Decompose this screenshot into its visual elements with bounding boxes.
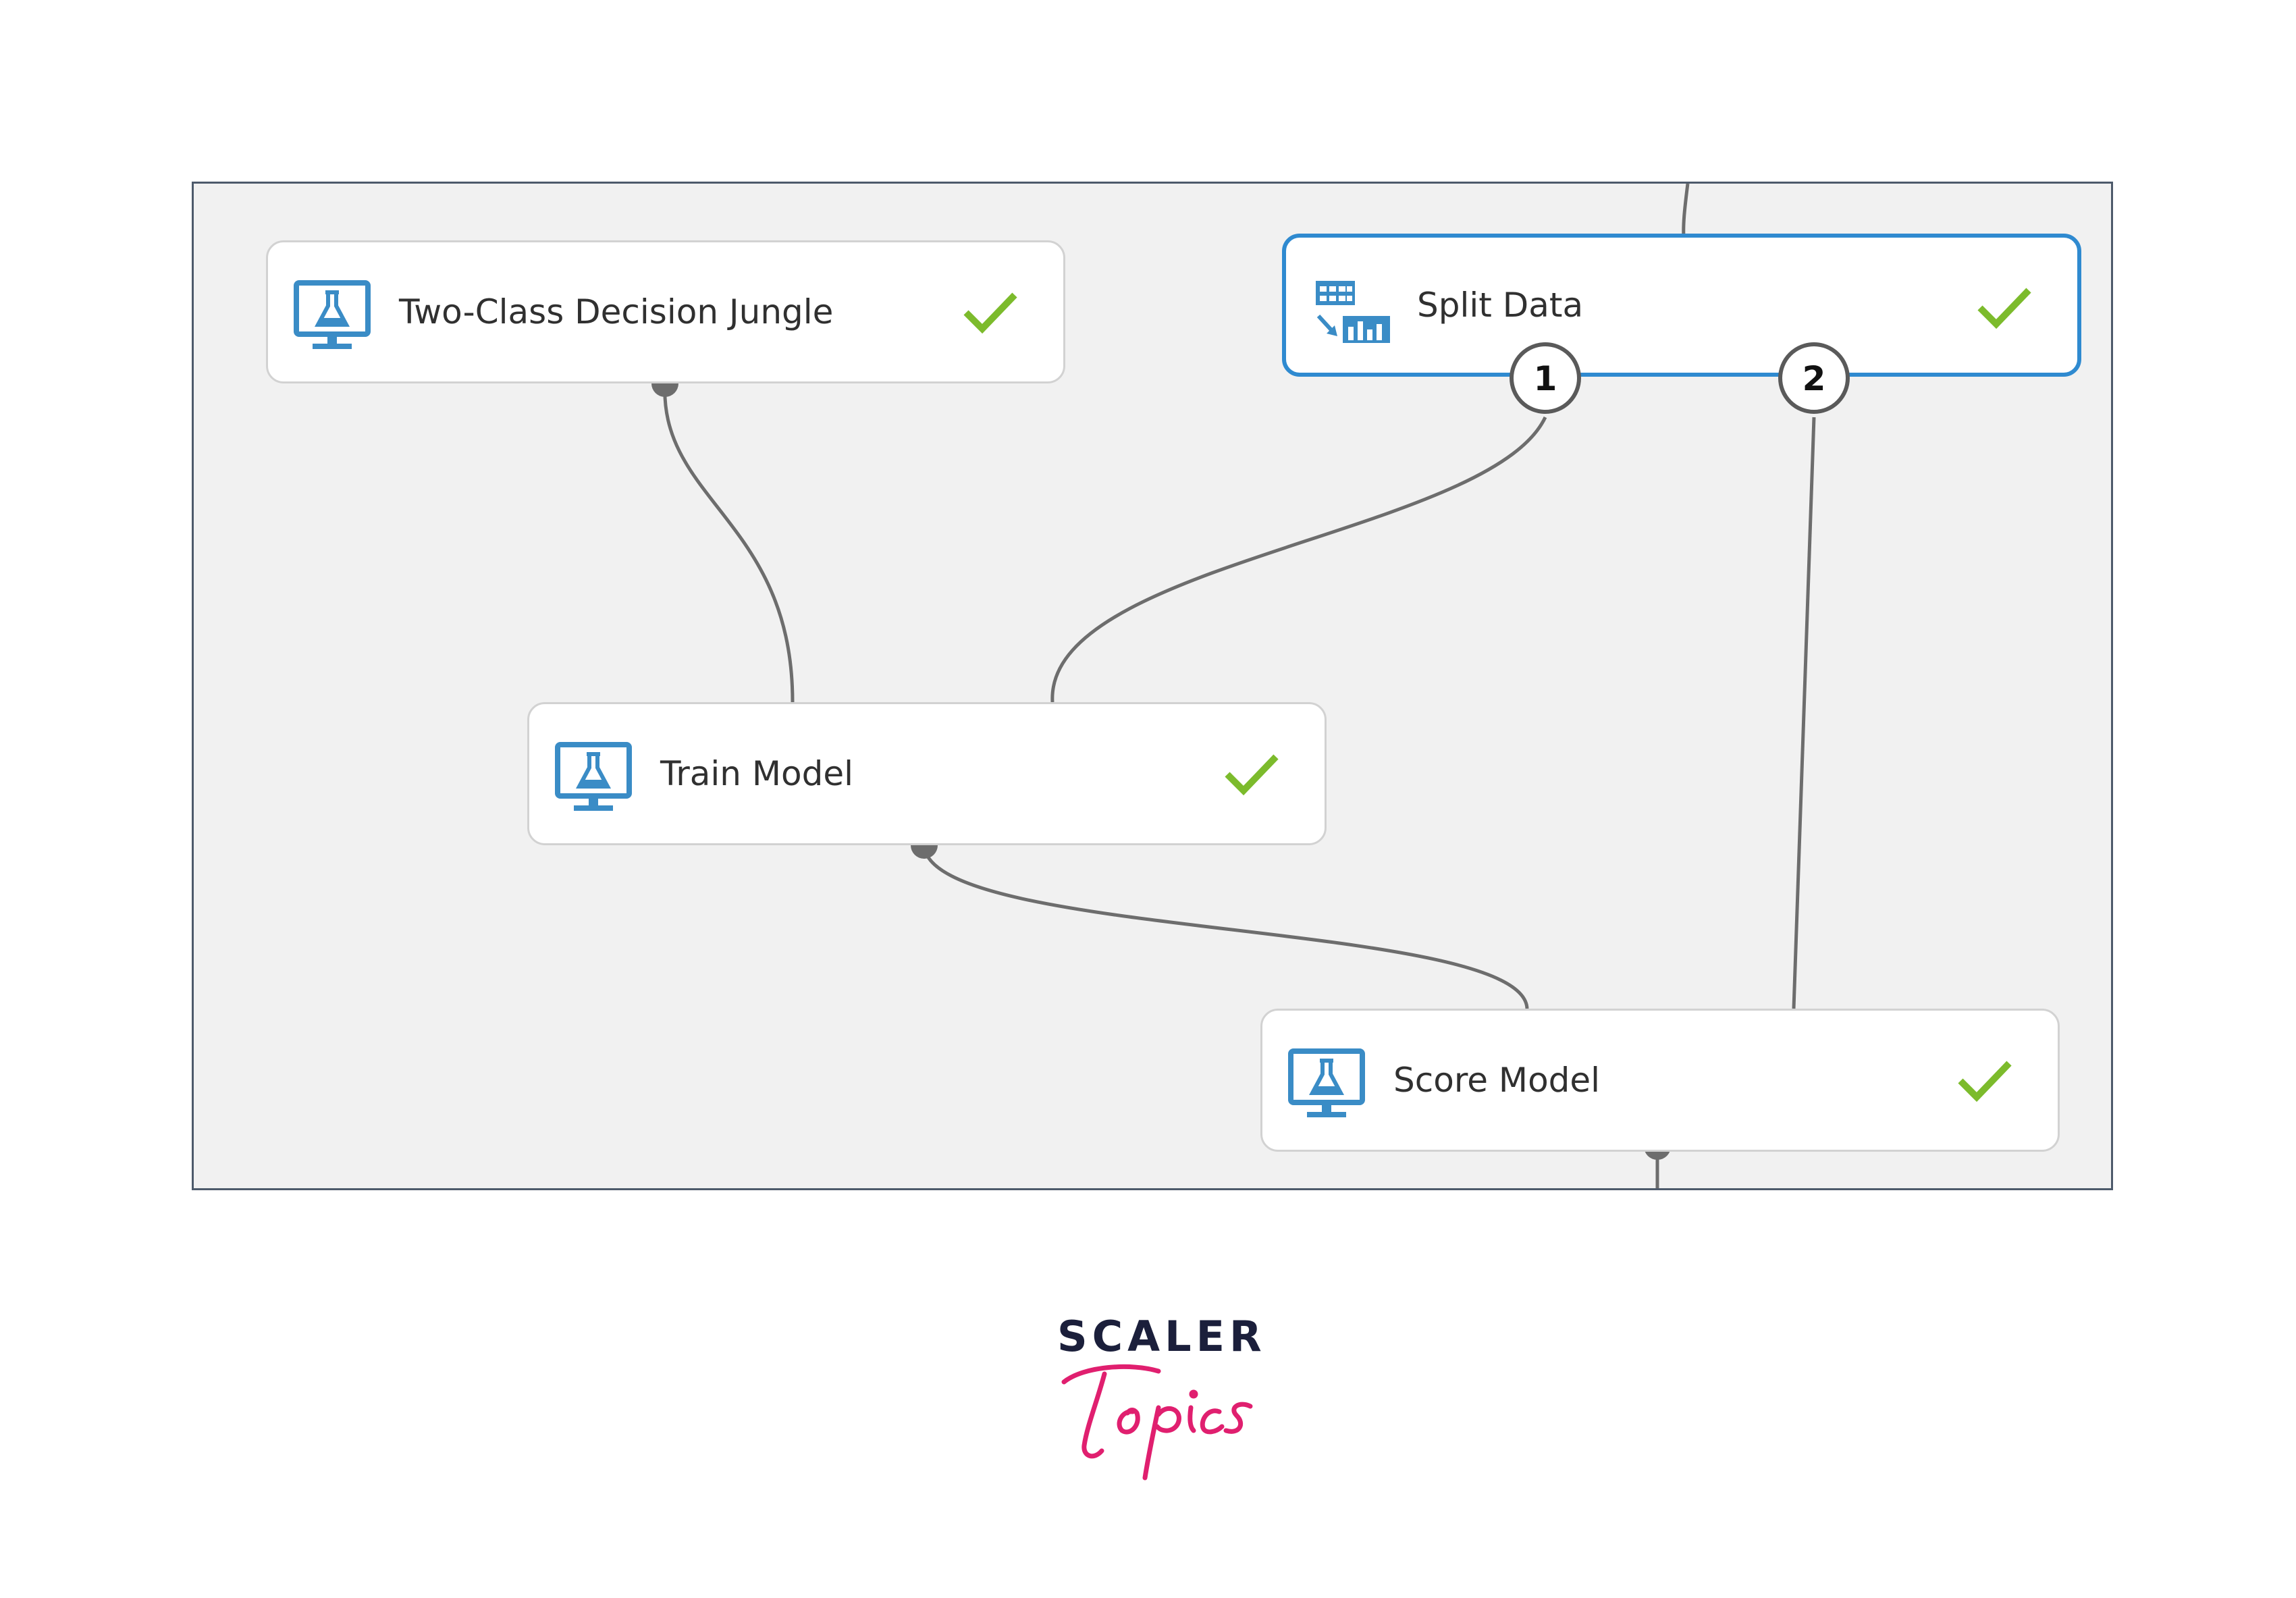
logo-wordmark: SCALER [1057,1312,1266,1361]
module-label: Train Model [660,754,853,793]
flask-monitor-icon [555,742,632,811]
check-icon [1958,1061,2012,1102]
module-label: Split Data [1417,286,1584,325]
split-data-icon [1316,281,1390,343]
flask-monitor-icon [1288,1048,1365,1117]
check-icon [1977,288,2031,329]
module-train-model[interactable]: Train Model [527,702,1327,845]
scaler-topics-logo: SCALER [1057,1312,1266,1481]
experiment-canvas[interactable]: Two-Class Decision Jungle Split Data [192,182,2113,1190]
connector-jungle-to-train [663,383,795,703]
connector-dataset-to-split [1682,184,1690,238]
module-score-model[interactable]: Score Model [1260,1009,2060,1152]
connector-split1-to-train [1050,416,1547,703]
flask-monitor-icon [294,280,371,349]
module-split-data[interactable]: Split Data [1282,234,2081,377]
module-label: Score Model [1393,1061,1601,1100]
connector-train-to-score [922,845,1529,1009]
check-icon [1225,754,1279,796]
check-icon [963,292,1017,334]
logo-script-topics [1061,1364,1253,1481]
module-label: Two-Class Decision Jungle [399,292,834,331]
connector-split2-to-score [1792,417,1816,1009]
module-two-class-decision-jungle[interactable]: Two-Class Decision Jungle [266,240,1065,383]
